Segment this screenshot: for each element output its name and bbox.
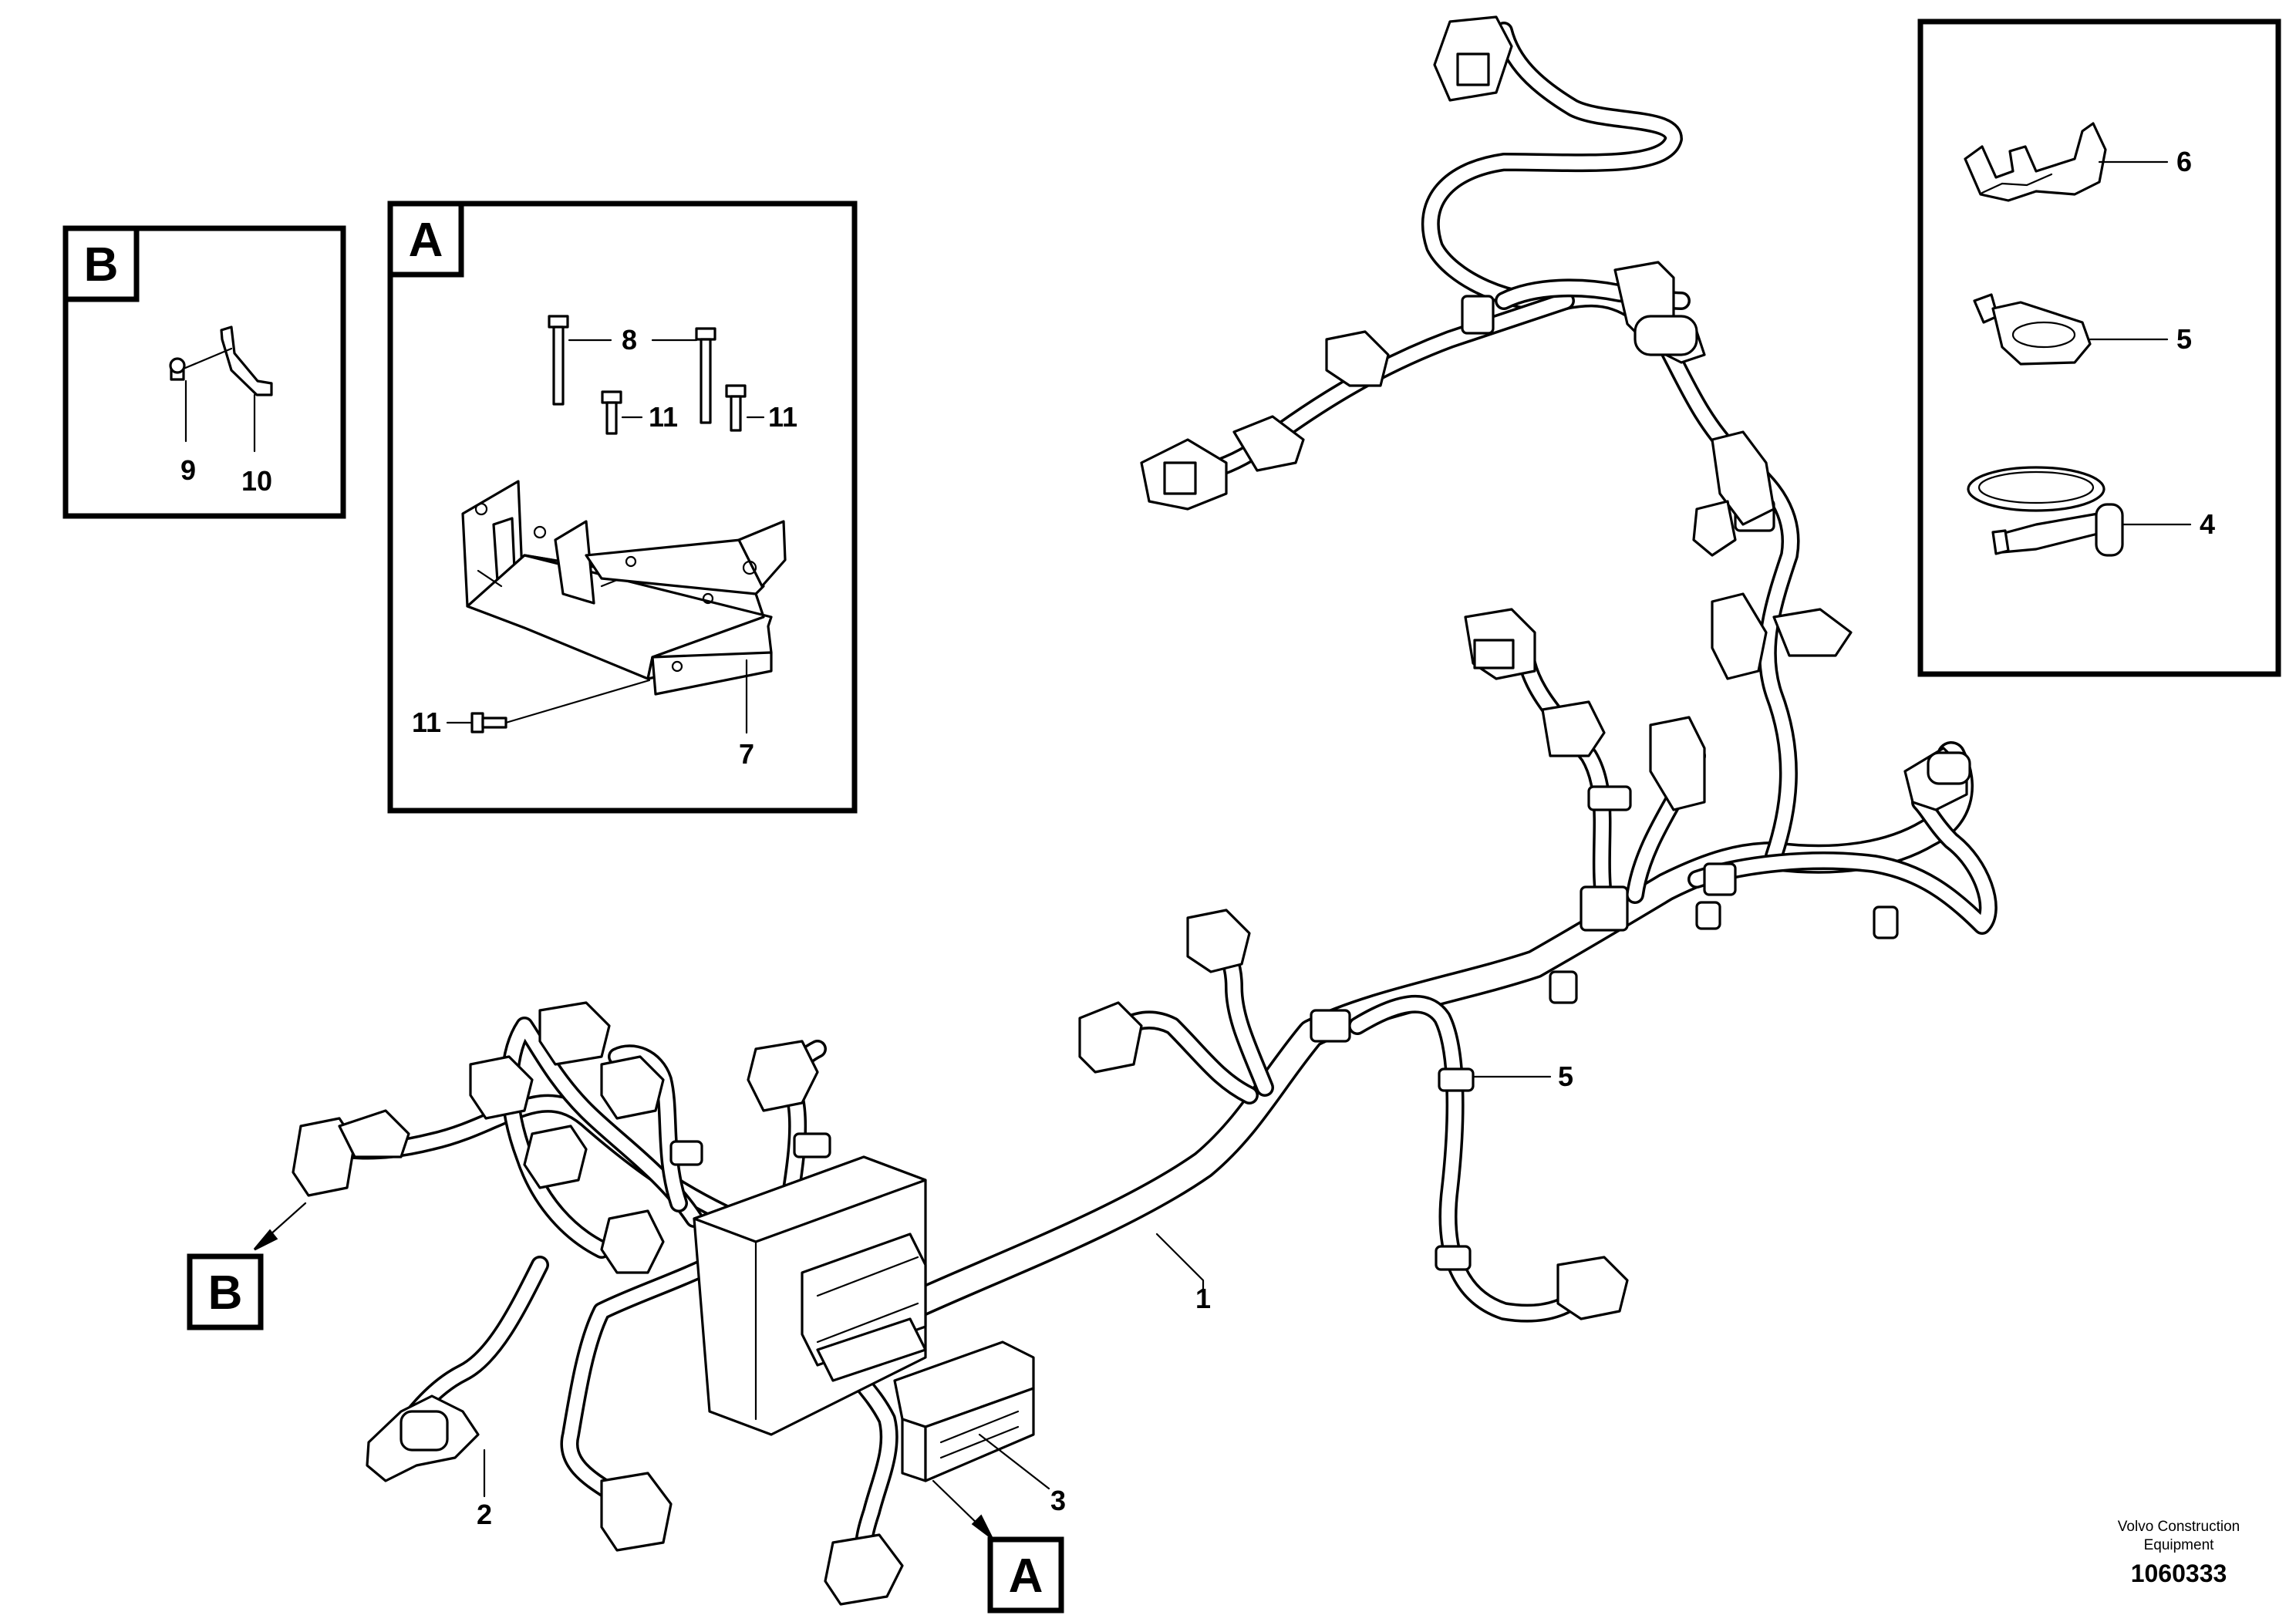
bolt-11c-axis	[504, 679, 651, 724]
connector-right-d	[1711, 592, 1768, 680]
connector-elbow-a	[1186, 909, 1251, 973]
callout-5a: 5	[2176, 323, 2192, 355]
bolt-part-8	[548, 315, 716, 424]
detail-box-a-label: A	[409, 214, 443, 267]
view-marker-a-frame	[987, 1536, 1064, 1614]
connector-view-b	[292, 1117, 356, 1197]
clips-box-frame	[1917, 19, 2281, 677]
detail-box-a-frame	[387, 201, 858, 814]
callout-2: 2	[477, 1499, 492, 1530]
callout-3: 3	[1050, 1485, 1066, 1516]
detail-box-b: B 9 10	[62, 225, 346, 519]
view-marker-a: A	[932, 1479, 1064, 1614]
callout-5: 5	[1558, 1061, 1573, 1092]
detail-box-b-tag	[62, 225, 140, 302]
connector-bottom-a	[600, 1472, 673, 1552]
clip-part-6	[1964, 122, 2107, 202]
manufacturer-line-2: Equipment	[2144, 1537, 2215, 1553]
connector-left-cluster-d	[747, 1040, 819, 1112]
connector-mid-b	[1541, 700, 1606, 757]
leader-3	[978, 1433, 1050, 1490]
view-marker-b-frame	[187, 1253, 264, 1330]
clips-box: 6 5 4	[1917, 19, 2281, 677]
mounting-bracket-part-7	[461, 480, 787, 696]
detail-box-b-label: B	[84, 238, 119, 292]
ecu-module	[693, 1155, 927, 1436]
view-marker-a-label: A	[1009, 1549, 1043, 1603]
connector-left-cluster-f	[600, 1209, 665, 1274]
clip-part-4	[1967, 466, 2124, 557]
harness-loop-branch	[1348, 994, 1598, 1323]
callout-11c: 11	[412, 706, 441, 738]
connector-left-cluster-c	[600, 1055, 665, 1120]
callout-8: 8	[622, 324, 637, 356]
bolt-part-9	[169, 347, 233, 381]
connectors	[292, 15, 1971, 1606]
view-marker-b-label: B	[208, 1266, 243, 1320]
connector-round-lower	[1556, 1256, 1629, 1320]
connector-right-b	[1692, 500, 1737, 557]
connector-elbow-b	[1078, 1001, 1143, 1074]
callout-11a: 11	[649, 401, 678, 433]
callout-4: 4	[2200, 508, 2215, 540]
connector-upper-left-c	[1325, 330, 1390, 387]
connector-left-cluster-b	[538, 1001, 611, 1066]
detail-box-a-tag	[387, 201, 464, 278]
callout-7: 7	[739, 738, 754, 770]
bracket-part-10	[220, 325, 273, 396]
callout-10: 10	[241, 465, 272, 497]
callout-6: 6	[2176, 146, 2192, 177]
bolt-part-11a	[601, 390, 622, 435]
wiring-harness-assembly	[292, 15, 1998, 1606]
connector-bottom-b	[824, 1533, 904, 1606]
bolt-part-11b	[725, 384, 747, 432]
leader-1	[1155, 1233, 1205, 1302]
connector-left-cluster-a	[469, 1055, 534, 1120]
connector-right-c	[1772, 608, 1853, 657]
callout-1: 1	[1195, 1283, 1211, 1314]
clip-part-5	[1973, 293, 2092, 366]
callout-9: 9	[180, 454, 196, 486]
view-marker-b: B	[187, 1202, 307, 1330]
connector-mid-c	[1649, 716, 1706, 811]
connector-left-cluster-e	[523, 1125, 588, 1189]
callout-11b: 11	[768, 401, 797, 433]
document-number: 1060333	[2131, 1560, 2227, 1587]
connector-upper-left-b	[1232, 415, 1305, 472]
manufacturer-line-1: Volvo Construction	[2118, 1519, 2240, 1535]
detail-box-a: A 8 11 11	[387, 201, 858, 814]
